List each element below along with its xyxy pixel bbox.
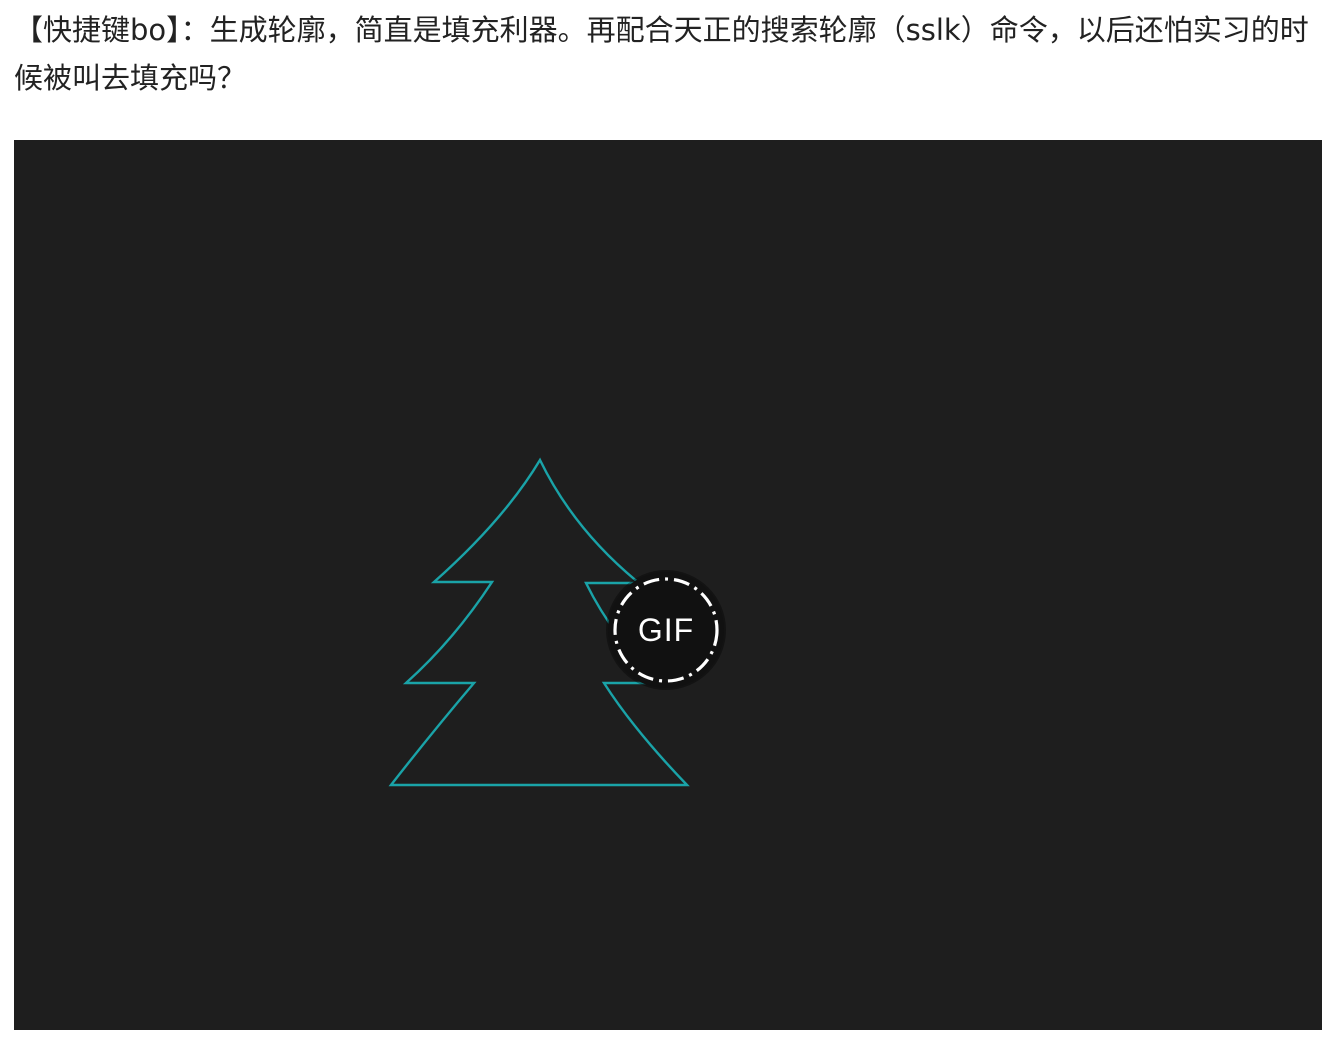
article-paragraph: 【快捷键bo】：生成轮廓，简直是填充利器。再配合天正的搜索轮廓（sslk）命令，… (14, 13, 1309, 95)
gif-play-button[interactable]: GIF (608, 572, 724, 688)
gif-label: GIF (637, 612, 695, 648)
dashed-ring-icon (613, 577, 719, 683)
gif-animation[interactable]: GIF (14, 140, 1322, 1030)
page-bottom-spacer (0, 1030, 1334, 1042)
